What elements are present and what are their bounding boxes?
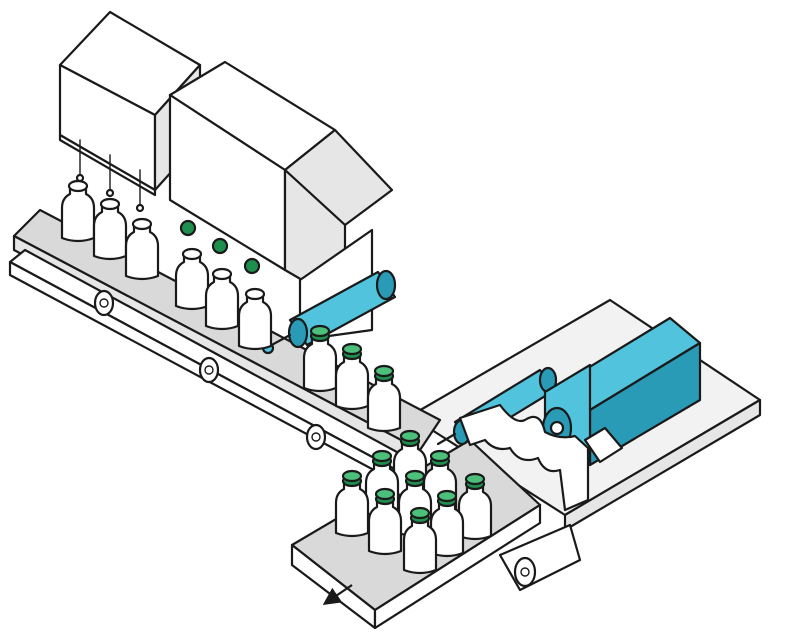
- capped-bottle: [334, 342, 370, 411]
- bottle-neck: [99, 197, 121, 211]
- green-cap-top: [404, 469, 426, 483]
- uncapped-bottle: [204, 267, 240, 331]
- arrow-icon: [322, 584, 353, 605]
- capped-bottle: [366, 364, 402, 433]
- conveyor-roller: [198, 356, 220, 384]
- uncapped-bottle: [237, 287, 273, 351]
- uncapped-bottle: [92, 197, 128, 261]
- star-wheel-guide: [458, 403, 590, 512]
- green-cap-top: [429, 449, 451, 463]
- green-cap-top: [373, 364, 395, 378]
- green-cap-top: [409, 506, 431, 520]
- uncapped-bottle: [174, 247, 210, 311]
- green-cap-top: [374, 487, 396, 501]
- bottle-neck: [67, 179, 89, 193]
- capped-bottle: [429, 489, 465, 558]
- green-cap-top: [371, 449, 393, 463]
- conveyor-roller: [93, 289, 115, 317]
- uncapped-bottle: [60, 179, 96, 243]
- uncapped-bottle: [124, 217, 160, 281]
- capping-machine: [168, 60, 394, 342]
- green-cap-top: [341, 469, 363, 483]
- bottle-conveyor: [8, 208, 442, 494]
- bottles-group: [60, 179, 493, 575]
- green-cap-top: [309, 324, 331, 338]
- bottle-neck: [131, 217, 153, 231]
- green-cap-top: [399, 429, 421, 443]
- green-cap-top: [464, 472, 486, 486]
- capped-bottle: [457, 472, 493, 541]
- conveyor-roller: [305, 423, 327, 451]
- conveyor-roller: [513, 556, 537, 588]
- capped-bottle: [302, 324, 338, 393]
- bottle-neck: [211, 267, 233, 281]
- capped-bottle: [402, 506, 438, 575]
- green-cap-top: [341, 342, 363, 356]
- capped-bottle: [367, 487, 403, 556]
- bottle-neck: [244, 287, 266, 301]
- capped-bottle: [334, 469, 370, 538]
- bottle-neck: [181, 247, 203, 261]
- green-cap-top: [436, 489, 458, 503]
